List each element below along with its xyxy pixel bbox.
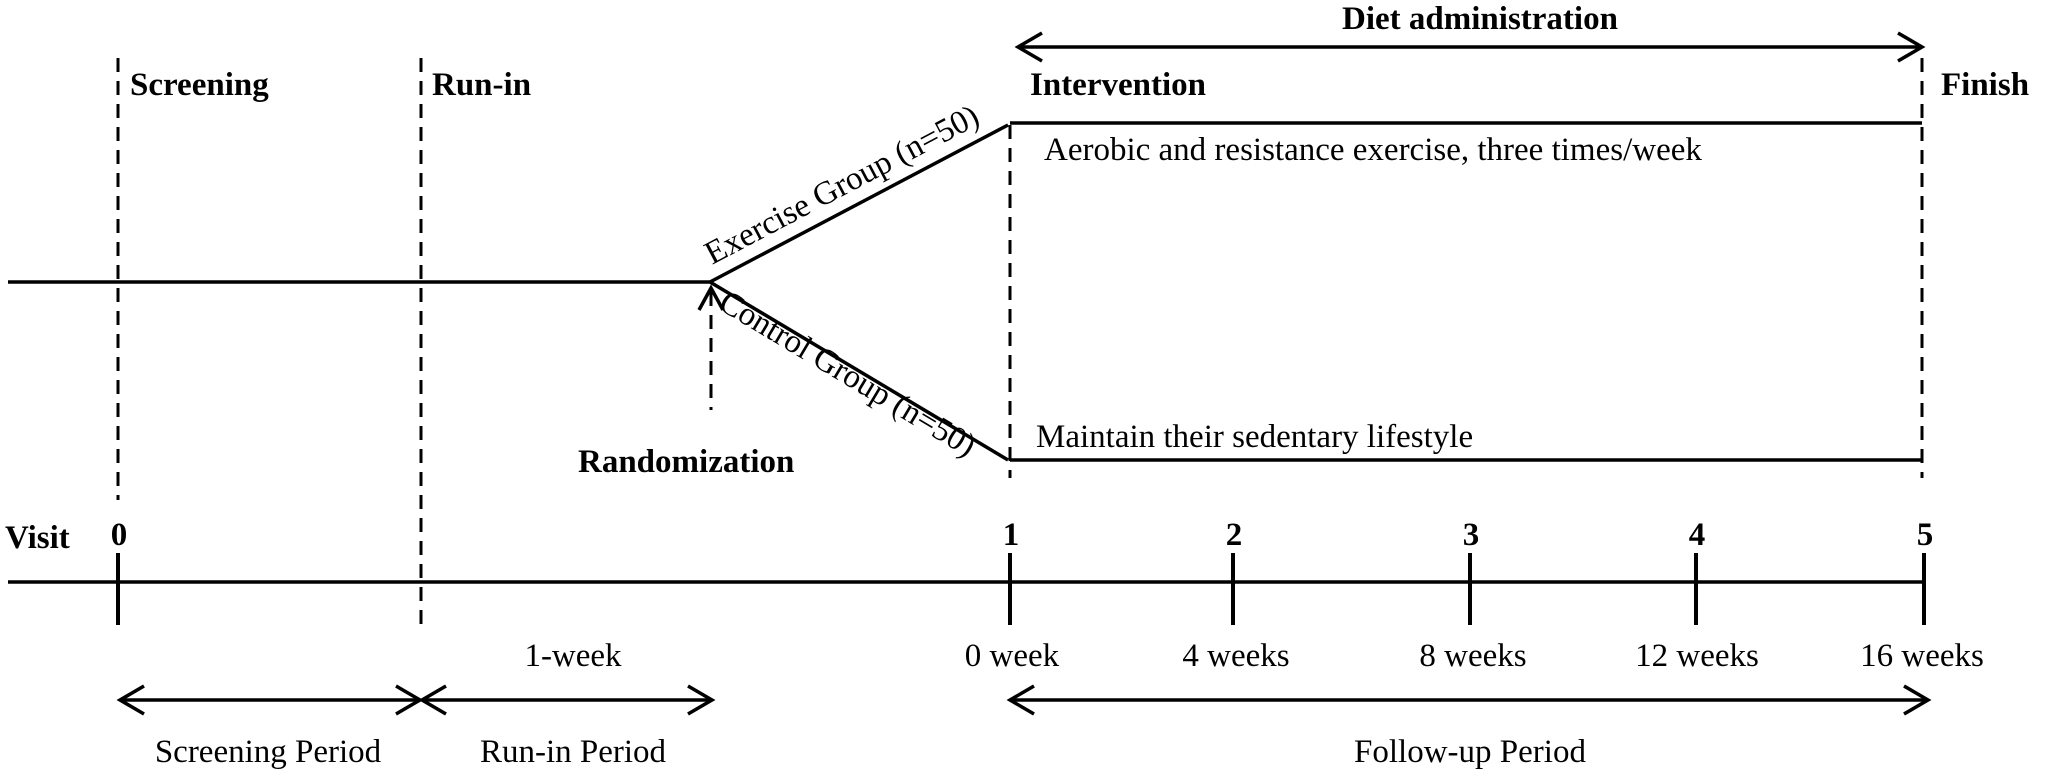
exercise-branch-line: [709, 123, 1009, 284]
timepoint-8-weeks: 8 weeks: [1419, 638, 1526, 674]
screening-period-arrow: [116, 684, 424, 716]
run-in-duration-label: 1-week: [524, 638, 622, 674]
timepoint-0-week: 0 week: [965, 638, 1060, 674]
timepoint-16-weeks: 16 weeks: [1860, 638, 1984, 674]
visit-number-0: 0: [111, 517, 128, 553]
run-in-label: Run-in: [432, 67, 531, 103]
visit-number-5: 5: [1917, 517, 1934, 553]
control-branch-line: [709, 280, 1009, 462]
visit-number-2: 2: [1226, 517, 1243, 553]
randomization-label: Randomization: [578, 444, 794, 480]
finish-label: Finish: [1941, 67, 2029, 103]
visit-number-4: 4: [1689, 517, 1706, 553]
timepoint-12-weeks: 12 weeks: [1635, 638, 1759, 674]
control-group-label: Control Group (n=50): [713, 284, 982, 464]
exercise-activity-label: Aerobic and resistance exercise, three t…: [1044, 132, 1702, 168]
run-in-period-arrow: [418, 684, 716, 716]
control-activity-label: Maintain their sedentary lifestyle: [1036, 419, 1473, 455]
screening-period-label: Screening Period: [155, 734, 382, 770]
randomization-arrow: [697, 284, 725, 410]
visit-number-3: 3: [1463, 517, 1480, 553]
diet-administration-label: Diet administration: [1342, 1, 1618, 37]
follow-up-period-arrow: [1006, 684, 1932, 716]
exercise-group-label: Exercise Group (n=50): [699, 98, 985, 272]
visit-label: Visit: [5, 520, 70, 556]
screening-label: Screening: [130, 67, 269, 103]
diet-administration-arrow: [1014, 31, 1926, 63]
visit-number-1: 1: [1003, 517, 1020, 553]
follow-up-period-label: Follow-up Period: [1354, 734, 1586, 770]
run-in-period-label: Run-in Period: [480, 734, 667, 770]
timepoint-4-weeks: 4 weeks: [1182, 638, 1289, 674]
intervention-label: Intervention: [1030, 67, 1206, 103]
